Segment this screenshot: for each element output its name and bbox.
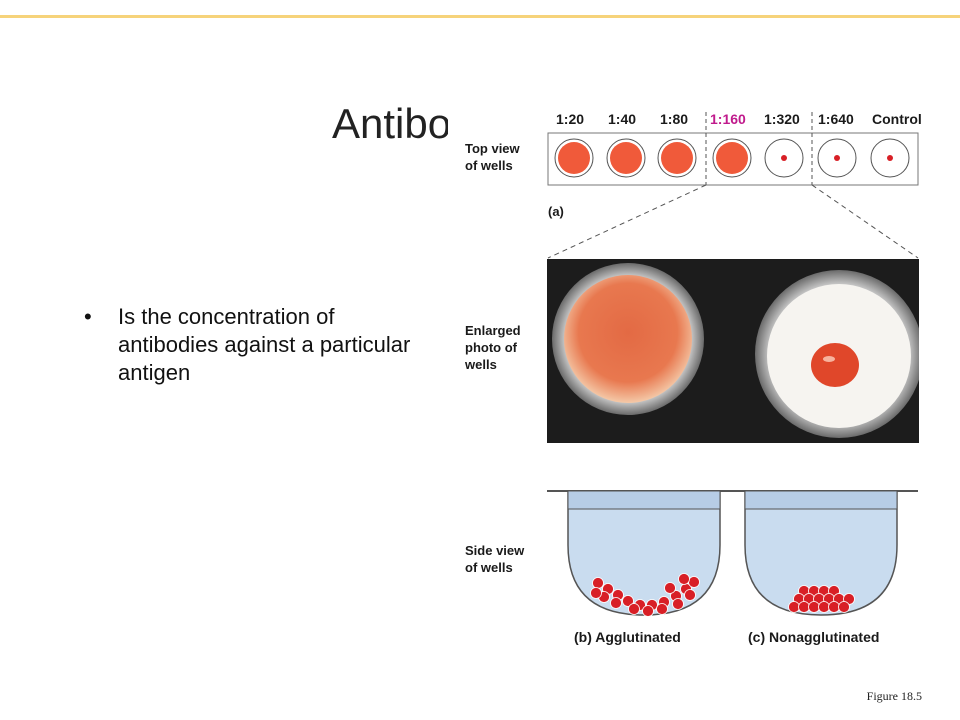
red-cell [818,601,830,613]
dilution-label-2: 1:40 [608,111,637,127]
red-cell [622,595,634,607]
well-3 [657,138,697,178]
top-view-wells [547,112,919,259]
bullet-dot: • [84,304,92,329]
well-5 [764,138,804,178]
nonagglutinated-side-well [744,490,898,616]
top-rule [0,15,960,18]
well-2 [606,138,646,178]
red-cell [610,597,622,609]
red-cell [678,573,690,585]
dilution-label-control: Control [872,111,922,127]
well-4 [712,138,752,178]
red-cell [642,605,654,617]
dilution-label-3: 1:80 [660,111,689,127]
figure-titration: 1:20 1:40 1:80 1:160 1:320 1:640 Control… [448,100,948,660]
enlarged-photo [547,259,919,443]
well-6 [817,138,857,178]
red-cell [656,603,668,615]
nonagglutinated-label: (c) Nonagglutinated [748,629,880,645]
dilution-label-6: 1:640 [818,111,854,127]
agglutinated-well-photo [552,263,704,415]
red-cell [684,589,696,601]
slide-title: Antibo [332,100,452,147]
red-cell [590,587,602,599]
figure-caption: Figure 18.5 [866,689,922,703]
agglutinated-side-well [567,490,721,617]
dilution-label-1: 1:20 [556,111,585,127]
bullet-text: Is the concentration of antibodies again… [118,304,411,385]
red-cell [672,598,684,610]
nonagglutinated-well-photo [755,270,919,438]
red-cell [688,576,700,588]
red-cell [828,601,840,613]
red-cell [798,601,810,613]
enlarged-photo-label: Enlarged photo of wells [465,323,521,372]
side-view-wells [547,490,918,617]
red-cell [664,582,676,594]
side-view-label: Side view of wells [465,543,525,575]
panel-a-label: (a) [548,204,564,219]
dilution-label-5: 1:320 [764,111,800,127]
red-cell [838,601,850,613]
agglutinated-label: (b) Agglutinated [574,629,681,645]
well-control [870,138,910,178]
well-1 [554,138,594,178]
red-cell [628,603,640,615]
red-cell [592,577,604,589]
red-cell [808,601,820,613]
top-view-label: Top view of wells [465,141,520,173]
dilution-label-4: 1:160 [710,111,746,127]
red-cell [788,601,800,613]
